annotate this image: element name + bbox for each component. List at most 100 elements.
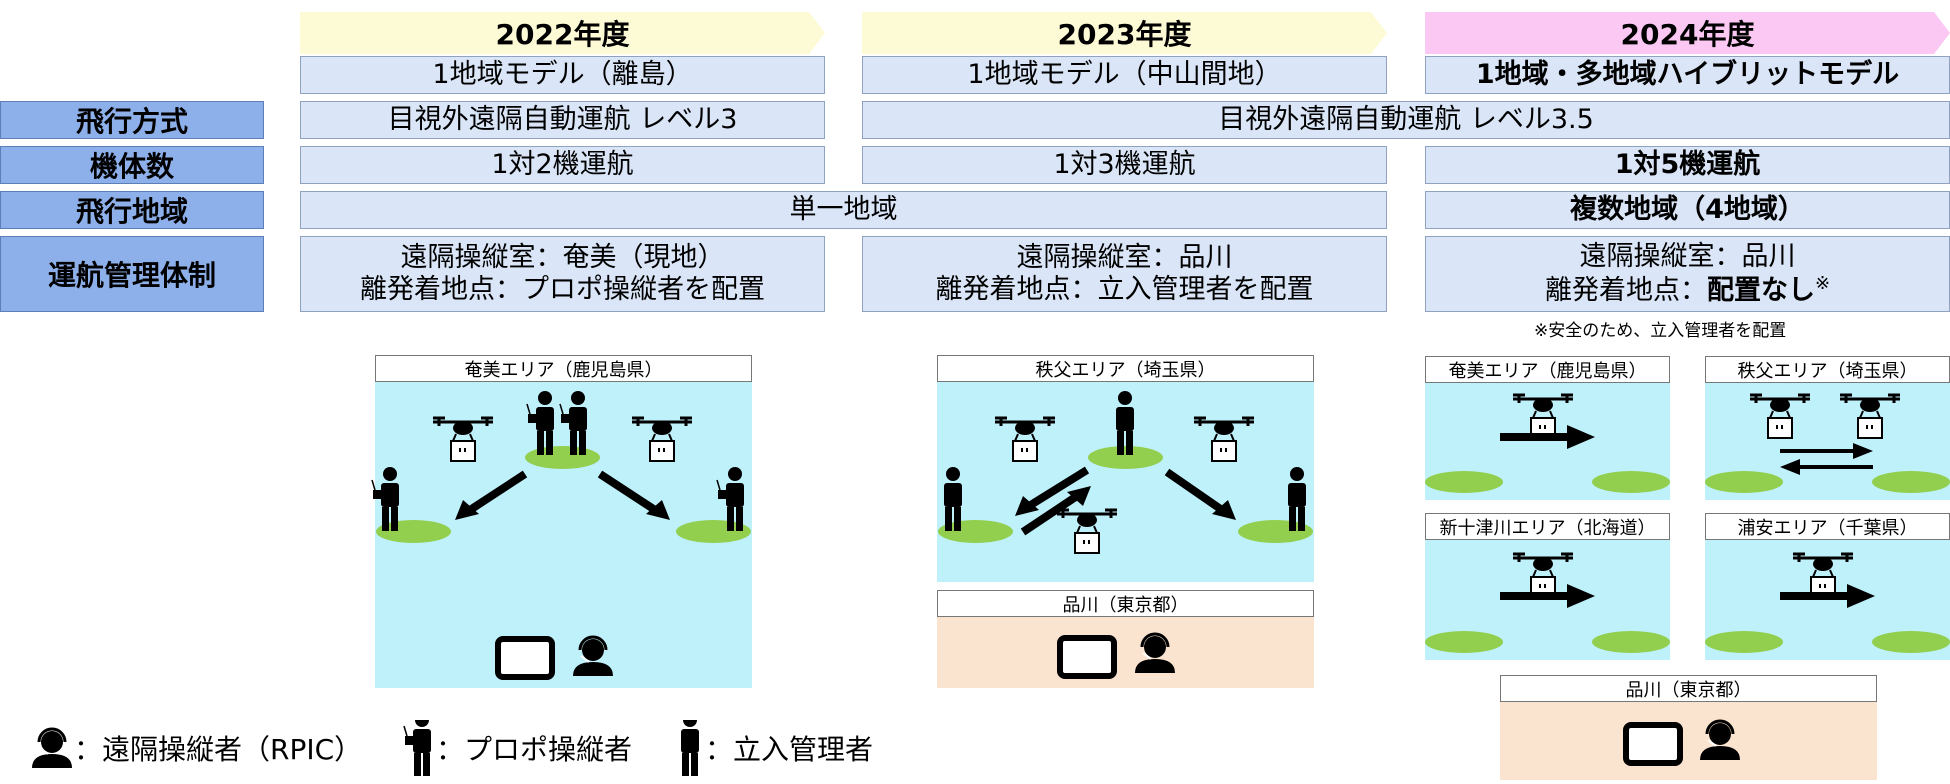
legend-rpic: ：遠隔操縦者（RPIC） [30,724,362,772]
aircraft-count-2024: 1対5機運航 [1425,146,1950,184]
landing-pad [1705,631,1783,653]
site-manager-icon [1288,467,1306,531]
arrow-icon [1020,492,1080,536]
row-header-aircraft-count: 機体数 [0,146,264,184]
drone-icon [1511,393,1575,440]
flight-method-2022: 目視外遠隔自動運航 レベル3 [300,101,825,139]
operation-2023-line2: 離発着地点：立入管理者を配置 [935,274,1314,305]
site-manager-icon [944,467,962,531]
operation-2022-line2: 離発着地点：プロポ操縦者を配置 [360,274,765,305]
drone-icon [1838,393,1902,440]
control-room-shinagawa-2023 [937,617,1314,688]
landing-pad [1592,631,1670,653]
area-label-shinagawa-2024: 品川（東京都） [1500,675,1877,702]
site-manager-icon [681,720,699,776]
scene-2023-icons [944,391,1306,555]
flight-area-2022-2023: 単一地域 [300,191,1387,229]
area-label-chichibu-2024: 秩父エリア（埼玉県） [1705,356,1950,383]
flight-area-2024: 複数地域（4地域） [1425,191,1950,229]
operation-2023: 遠隔操縦室：品川 離発着地点：立入管理者を配置 [862,236,1387,312]
drone-icon [630,416,694,463]
area-label-urayasu-2024: 浦安エリア（千葉県） [1705,513,1950,540]
legend-manager: ：立入管理者 [675,720,873,776]
arrow-icon [1026,466,1090,510]
year-2023-banner: 2023年度 [862,12,1387,54]
scene-amami-2024-icons [1500,393,1595,449]
arrow-head-icon [1780,459,1800,475]
footnote: ※安全のため、立入管理者を配置 [1534,321,1787,341]
control-2024-icons [1500,719,1742,780]
drone-icon [431,416,495,463]
propo-operator-icon [716,466,745,532]
drone-icon [1791,552,1855,599]
legend-manager-label: ：立入管理者 [705,733,874,766]
row-header-flight-area: 飛行地域 [0,191,264,229]
drone-icon [993,416,1057,463]
arrow-head-icon [1567,584,1595,608]
arrow-head-icon [1067,486,1091,506]
propo-operator-icon [371,466,400,532]
landing-pad [1705,471,1783,493]
area-label-shintotsukawa-2024: 新十津川エリア（北海道） [1425,513,1670,540]
year-2022-banner: 2022年度 [300,12,825,54]
operation-2024-line1: 遠隔操縦室：品川 [1579,240,1796,272]
operation-2023-line1: 遠隔操縦室：品川 [1016,241,1233,273]
scene-shintotsukawa-2024-icons [1500,552,1595,608]
drone-icon [1192,416,1256,463]
arrow-head-icon [646,500,670,520]
arrow-icon [597,470,658,514]
row-header-operation: 運航管理体制 [0,236,264,312]
model-2022: 1地域モデル（離島） [300,56,825,94]
drone-icon [1748,393,1812,440]
model-2024: 1地域・多地域ハイブリットモデル [1425,56,1950,94]
legend-propo: ：プロポ操縦者 [400,720,632,776]
arrow-head-icon [1847,584,1875,608]
propo-operator-icon [403,720,432,776]
flight-method-2023-2024: 目視外遠隔自動運航 レベル3.5 [862,101,1950,139]
scene-chichibu-2024-icons [1748,393,1902,475]
model-2023: 1地域モデル（中山間地） [862,56,1387,94]
arrow-head-icon [455,500,479,520]
arrow-head-icon [1853,443,1873,459]
tablet-icon [1060,638,1114,676]
legend-rpic-label: ：遠隔操縦者（RPIC） [74,733,363,766]
landing-pad [1872,471,1950,493]
operation-2024-line2: 離発着地点：配置なし※ [1545,273,1830,307]
arrow-icon [467,470,528,514]
landing-pad [1088,446,1163,469]
operation-2022: 遠隔操縦室：奄美（現地） 離発着地点：プロポ操縦者を配置 [300,236,825,312]
year-2024-banner: 2024年度 [1425,12,1950,54]
arrow-head-icon [1015,496,1039,516]
area-label-shinagawa-2023: 品川（東京都） [937,590,1314,617]
operation-2024-bold: 配置なし [1706,275,1815,306]
propo-operator-icon [526,390,555,456]
arrow-icon [1164,468,1225,514]
drone-icon [1055,508,1119,555]
area-label-amami-2024: 奄美エリア（鹿児島県） [1425,356,1670,383]
arrow-head-icon [1567,425,1595,449]
control-room-shinagawa-2024 [1500,702,1877,780]
scene-2022-icons [371,390,745,688]
site-manager-icon [1116,391,1134,455]
rpic-icon [571,635,615,678]
area-label-chichibu-2023: 秩父エリア（埼玉県） [937,355,1314,382]
landing-pad [1592,471,1670,493]
scene-urayasu-2024-icons [1780,552,1875,608]
arrow-head-icon [1212,500,1236,520]
landing-pad [1872,631,1950,653]
tablet-icon [1626,725,1680,763]
landing-pad [1425,471,1503,493]
rpic-icon [1698,719,1742,762]
operation-2024: 遠隔操縦室：品川 離発着地点：配置なし※ [1425,236,1950,312]
rpic-icon [30,727,74,770]
operation-2024-prefix: 離発着地点： [1544,275,1707,306]
landing-pad [1425,631,1503,653]
legend-propo-label: ：プロポ操縦者 [436,733,633,766]
drone-icon [1511,552,1575,599]
tablet-icon [498,639,552,677]
propo-operator-icon [559,390,588,456]
aircraft-count-2022: 1対2機運航 [300,146,825,184]
operation-2024-mark: ※ [1814,273,1831,294]
control-2023-icons [937,632,1177,688]
operation-2022-line1: 遠隔操縦室：奄美（現地） [400,241,725,273]
